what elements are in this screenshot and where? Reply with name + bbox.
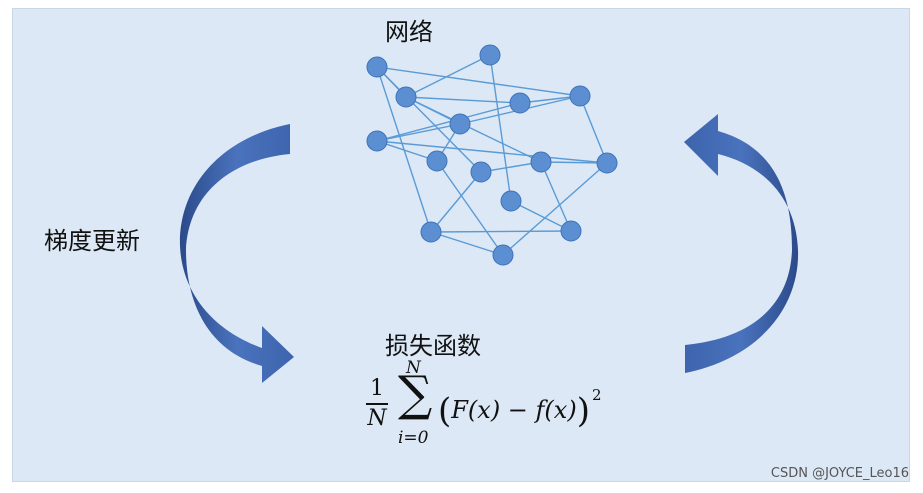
close-paren: ) xyxy=(576,391,590,431)
network-edge xyxy=(376,66,581,97)
network-edge xyxy=(405,96,542,163)
network-edge xyxy=(376,102,521,142)
diagram-panel xyxy=(12,8,910,482)
network-edge xyxy=(540,161,608,164)
formula-expression: (F(x) − f(x))2 xyxy=(438,386,602,431)
gradient-update-label: 梯度更新 xyxy=(44,227,140,255)
network-edge xyxy=(430,230,572,233)
network-node xyxy=(560,220,582,242)
formula-exponent: 2 xyxy=(591,386,602,404)
watermark: CSDN @JOYCE_Leo16 xyxy=(770,466,909,481)
network-node xyxy=(449,113,471,135)
network-label: 网络 xyxy=(385,18,433,46)
network-node xyxy=(366,56,388,78)
fraction-denominator: N xyxy=(367,405,387,431)
network-node xyxy=(420,221,442,243)
fraction-numerator: 1 xyxy=(370,376,384,401)
loss-to-network-arrow xyxy=(684,114,799,373)
network-node xyxy=(366,130,388,152)
open-paren: ( xyxy=(438,391,452,431)
network-edge xyxy=(489,54,512,202)
formula-body: F(x) − f(x) xyxy=(451,396,577,424)
network-edge xyxy=(430,231,504,256)
network-node xyxy=(500,190,522,212)
formula-fraction: 1 N xyxy=(366,376,388,432)
network-node xyxy=(470,161,492,183)
gradient-update-arrow xyxy=(179,124,294,383)
network-node xyxy=(530,151,552,173)
network-edge xyxy=(405,54,491,98)
network-edge xyxy=(579,95,608,164)
network-edge xyxy=(376,140,438,162)
network-node xyxy=(479,44,501,66)
fraction-bar xyxy=(366,403,388,405)
network-node xyxy=(509,92,531,114)
loss-function-label: 损失函数 xyxy=(385,332,481,360)
network-edge xyxy=(376,140,608,164)
network-edge xyxy=(376,66,482,173)
network-node xyxy=(569,85,591,107)
network-edge xyxy=(502,162,608,256)
network-edge xyxy=(376,123,461,142)
network-node xyxy=(596,152,618,174)
network-node xyxy=(426,150,448,172)
sum-upper-limit: N xyxy=(406,358,421,378)
network-edge xyxy=(540,161,572,232)
sum-symbol: ∑ xyxy=(398,366,433,422)
network-edge xyxy=(436,160,504,256)
network-node xyxy=(395,86,417,108)
network-edge xyxy=(405,96,521,104)
network-nodes xyxy=(366,44,618,266)
network-node xyxy=(492,244,514,266)
network-edge xyxy=(430,171,482,233)
network-edge xyxy=(510,200,572,232)
sum-lower-limit: i=0 xyxy=(398,428,429,448)
